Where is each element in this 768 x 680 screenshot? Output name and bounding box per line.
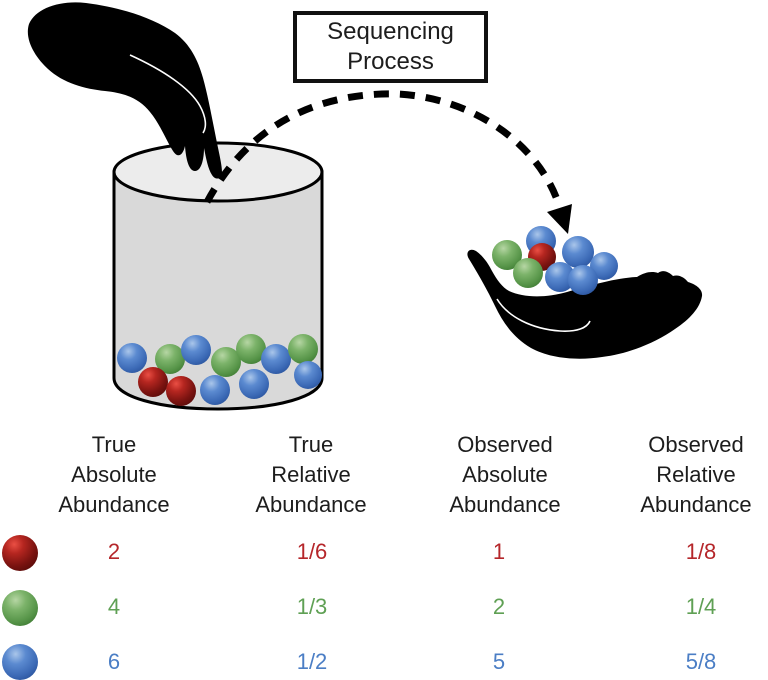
green-marble <box>211 347 241 377</box>
header-line: Absolute <box>71 462 157 487</box>
green-marble <box>2 590 38 626</box>
sequencing-arrow <box>203 90 572 234</box>
red-marble <box>138 367 168 397</box>
header-line: Observed <box>457 432 553 457</box>
green-marble-icon <box>2 590 38 626</box>
header-line: Absolute <box>462 462 548 487</box>
hand-marbles <box>492 226 618 295</box>
cell-green-observed-absolute: 2 <box>492 594 506 619</box>
header-line: True <box>91 432 137 457</box>
cell-green-observed-relative: 1/4 <box>685 594 717 619</box>
cell-green-true-absolute: 4 <box>107 594 121 619</box>
sequencing-arrow-curve <box>203 90 563 207</box>
cell-red-true-absolute: 2 <box>107 539 121 564</box>
reaching-hand-finger-line <box>129 54 207 134</box>
blue-marble <box>562 236 594 268</box>
cell-green-true-relative: 1/3 <box>296 594 328 619</box>
red-marble-icon <box>2 535 38 571</box>
reaching-hand-silhouette <box>27 2 222 179</box>
green-marble <box>513 258 543 288</box>
header-line: Relative <box>271 462 351 487</box>
cell-red-observed-absolute: 1 <box>492 539 506 564</box>
header-line: True <box>288 432 334 457</box>
cell-blue-true-relative: 1/2 <box>296 649 328 674</box>
red-marble <box>166 376 196 406</box>
blue-marble <box>117 343 147 373</box>
column-header-observed-relative: Observed Relative Abundance <box>640 430 751 520</box>
header-line: Observed <box>648 432 744 457</box>
blue-marble <box>261 344 291 374</box>
cell-red-observed-relative: 1/8 <box>685 539 717 564</box>
open-hand-palm-line <box>496 298 591 332</box>
column-header-true-absolute: True Absolute Abundance <box>58 430 169 520</box>
sequencing-process-box: Sequencing Process <box>293 11 488 83</box>
red-marble <box>2 535 38 571</box>
header-line: Abundance <box>640 492 752 517</box>
process-box-line1: Sequencing <box>327 18 454 45</box>
open-hand-silhouette <box>467 249 703 359</box>
open-hand <box>467 249 703 359</box>
blue-marble <box>294 361 322 389</box>
green-marble <box>155 344 185 374</box>
column-header-true-relative: True Relative Abundance <box>255 430 366 520</box>
blue-marble <box>568 265 598 295</box>
sequencing-arrowhead-icon <box>547 204 572 234</box>
header-line: Abundance <box>58 492 170 517</box>
cell-blue-observed-absolute: 5 <box>492 649 506 674</box>
sequencing-diagram-scene <box>27 2 703 411</box>
blue-marble <box>181 335 211 365</box>
header-line: Abundance <box>255 492 367 517</box>
blue-marble <box>200 375 230 405</box>
reaching-hand <box>27 2 222 179</box>
cell-red-true-relative: 1/6 <box>296 539 328 564</box>
green-marble <box>236 334 266 364</box>
cell-blue-true-absolute: 6 <box>107 649 121 674</box>
blue-marble <box>545 262 575 292</box>
column-header-observed-absolute: Observed Absolute Abundance <box>449 430 560 520</box>
cell-blue-observed-relative: 5/8 <box>685 649 717 674</box>
blue-marble <box>2 644 38 680</box>
jar-marbles <box>117 334 322 406</box>
blue-marble <box>590 252 618 280</box>
header-line: Relative <box>656 462 736 487</box>
process-box-line2: Process <box>347 48 434 75</box>
green-marble <box>492 240 522 270</box>
green-marble <box>288 334 318 364</box>
blue-marble-icon <box>2 644 38 680</box>
header-line: Abundance <box>449 492 561 517</box>
blue-marble <box>239 369 269 399</box>
